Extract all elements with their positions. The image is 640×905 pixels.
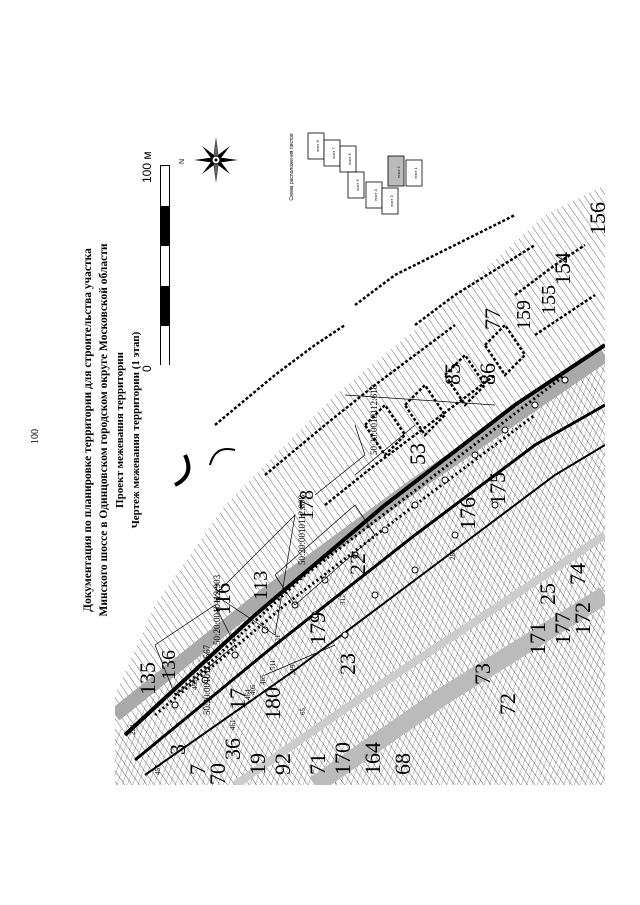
- river-band: [309, 587, 605, 785]
- parcel-number: 92: [270, 753, 295, 775]
- compass-north-label: N: [179, 159, 186, 164]
- parcel-number: 170: [330, 742, 355, 775]
- parcel-number: 172: [570, 602, 595, 635]
- page-number: 100: [30, 429, 41, 444]
- sheet-box-5: [347, 171, 365, 199]
- parcel-number: 17: [225, 688, 250, 710]
- svg-text:511: 511: [269, 659, 277, 670]
- parcel-number: 164: [360, 742, 385, 775]
- parcel-number: 171: [525, 622, 550, 655]
- parcel-number: 25: [535, 583, 560, 605]
- parcel-number: 7: [185, 764, 210, 775]
- svg-text:лист 7: лист 7: [331, 146, 336, 159]
- road-band: [115, 349, 605, 721]
- cadastral-map: 135 136 116 113 178 53 85 86 77 159 155 …: [115, 185, 605, 785]
- parcel-number: 73: [470, 663, 495, 685]
- title-line-2: Минского шоссе в Одинцовском городском о…: [98, 243, 110, 617]
- parcel-label-group: 135 136 116 113 178 53 85 86 77 159 155 …: [135, 202, 605, 785]
- parcel-number: 77: [480, 308, 505, 330]
- parcel-number: 175: [485, 472, 510, 505]
- svg-text:228: 228: [129, 724, 137, 735]
- parcel-number: 36: [220, 738, 245, 760]
- cadastral-number: 50:20:0010112:618: [369, 384, 379, 455]
- main-road-line-2: [134, 403, 605, 762]
- parcel-number: 71: [305, 753, 330, 775]
- parcel-number: 135: [135, 662, 160, 695]
- title-line-1: Документация по планировке территории дл…: [82, 248, 94, 612]
- parcel-number: 113: [250, 571, 272, 600]
- boundary-dotted: [154, 413, 536, 717]
- parcel-number: 3: [165, 744, 190, 755]
- main-road-line: [123, 343, 605, 737]
- compass-rose-icon: N: [179, 137, 238, 183]
- svg-text:464: 464: [244, 689, 252, 700]
- parcel-number: 178: [296, 490, 318, 520]
- svg-text:лист 4: лист 4: [373, 188, 378, 201]
- svg-text:405: 405: [249, 684, 257, 695]
- svg-text:461: 461: [229, 719, 237, 730]
- svg-text:465: 465: [259, 674, 267, 685]
- parcel-number: 154: [550, 252, 575, 285]
- parcel-number: 176: [455, 497, 480, 530]
- parcel-number: 53: [405, 443, 430, 465]
- svg-text:лист 8: лист 8: [315, 139, 320, 152]
- sheet-box-2: [387, 155, 405, 187]
- curved-road: [174, 454, 191, 487]
- sheet-box-1: [405, 159, 423, 187]
- parcel-number: 68: [390, 753, 415, 775]
- parcel-number: 70: [205, 763, 230, 785]
- svg-text:285: 285: [449, 549, 457, 560]
- parcel-number: 180: [260, 687, 285, 720]
- cadastral-label-group: 50:20:0010112:903 50:20:0010112:898 50:2…: [202, 384, 379, 715]
- svg-text:219: 219: [289, 664, 297, 675]
- cadastral-number: 50:20:0010112:898: [297, 494, 307, 565]
- svg-text:453: 453: [191, 679, 199, 690]
- cadastral-number: 50:20:0010112:567: [202, 644, 212, 715]
- parcel-number: 136: [158, 650, 180, 680]
- parcel-number: 86: [475, 363, 500, 385]
- cadastral-number: 50:20:0010112:903: [212, 574, 222, 645]
- curved-road-2: [209, 448, 236, 466]
- svg-text:лист 2: лист 2: [396, 165, 401, 178]
- parcel-number: 177: [550, 612, 575, 645]
- svg-text:457: 457: [154, 764, 162, 775]
- parcel-number: 159: [513, 300, 535, 330]
- svg-text:лист 5: лист 5: [355, 178, 360, 191]
- main-road-line-3: [144, 444, 605, 776]
- scale-bar: [160, 165, 170, 366]
- sheet-index-diagram: лист 8 лист 7 лист 6 лист 5 лист 4 лист …: [307, 132, 423, 215]
- parcel-number: 85: [440, 363, 465, 385]
- point-label-group: 453 405 228 457 461 464 465 511 317 285 …: [129, 549, 457, 775]
- parcel-number: 179: [305, 612, 330, 645]
- parcel-number: 116: [210, 583, 235, 615]
- parcel-number: 155: [538, 285, 560, 315]
- svg-text:лист 1: лист 1: [413, 166, 418, 179]
- parcel-number: 74: [565, 563, 590, 585]
- svg-text:65: 65: [299, 708, 307, 716]
- sheet-box-3: [381, 187, 399, 215]
- parcel-number: 72: [495, 693, 520, 715]
- svg-text:317: 317: [339, 594, 347, 605]
- parcel-number: 19: [245, 753, 270, 775]
- svg-text:лист 3: лист 3: [389, 194, 394, 207]
- parcel-number: 156: [585, 202, 605, 235]
- building-outlines: [214, 213, 596, 506]
- parcel-number: 22: [345, 553, 370, 575]
- grey-band: [232, 531, 605, 785]
- svg-text:лист 6: лист 6: [347, 152, 352, 165]
- parcel-number: 23: [335, 653, 360, 675]
- svg-text:121: 121: [274, 634, 282, 645]
- parcel-lines: [154, 394, 496, 696]
